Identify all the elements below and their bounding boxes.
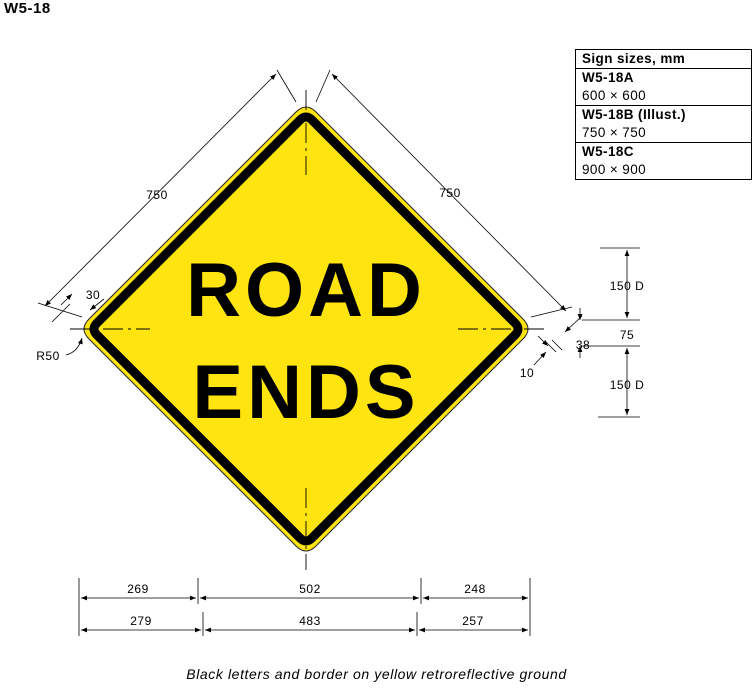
sign-legend-ends: ENDS [192,350,419,435]
sign-caption: Black letters and border on yellow retro… [186,666,567,682]
size-model-c: W5-18C [575,142,752,161]
dim-border-width: 38 [576,338,590,352]
sign-centerlines [70,90,545,570]
dim-lower-height: 150 D [610,378,645,392]
dim-side-right: 750 [439,186,461,200]
size-value-c: 900 × 900 [575,161,752,180]
size-model-a: W5-18A [575,68,752,87]
dim-row1-middle: 502 [299,582,321,596]
dim-edge-margin: 10 [520,366,534,380]
sizes-table-header: Sign sizes, mm [575,49,752,69]
dimension-labels: 750 750 30 R50 38 10 150 D 75 150 D 269 … [36,186,644,628]
sign-code: W5-18 [4,0,51,17]
warning-sign: ROAD ENDS [70,90,545,570]
dim-line-gap: 75 [620,328,634,342]
size-model-b: W5-18B (Illust.) [575,105,752,124]
dim-corner-radius: R50 [36,349,60,363]
dim-upper-height: 150 D [610,279,645,293]
sign-black-border [89,112,523,546]
sign-sizes-table: Sign sizes, mm W5-18A 600 × 600 W5-18B (… [575,49,752,180]
dim-row1-right: 248 [464,582,486,596]
size-value-b: 750 × 750 [575,124,752,143]
dim-side-left: 750 [146,188,168,202]
sign-legend-road: ROAD [186,248,426,333]
dim-border-offset: 30 [86,288,100,302]
dim-row2-middle: 483 [299,614,321,628]
dim-row2-left: 279 [130,614,152,628]
size-value-a: 600 × 600 [575,87,752,106]
dimension-lines [37,69,640,636]
dim-row1-left: 269 [127,582,149,596]
dim-row2-right: 257 [462,614,484,628]
